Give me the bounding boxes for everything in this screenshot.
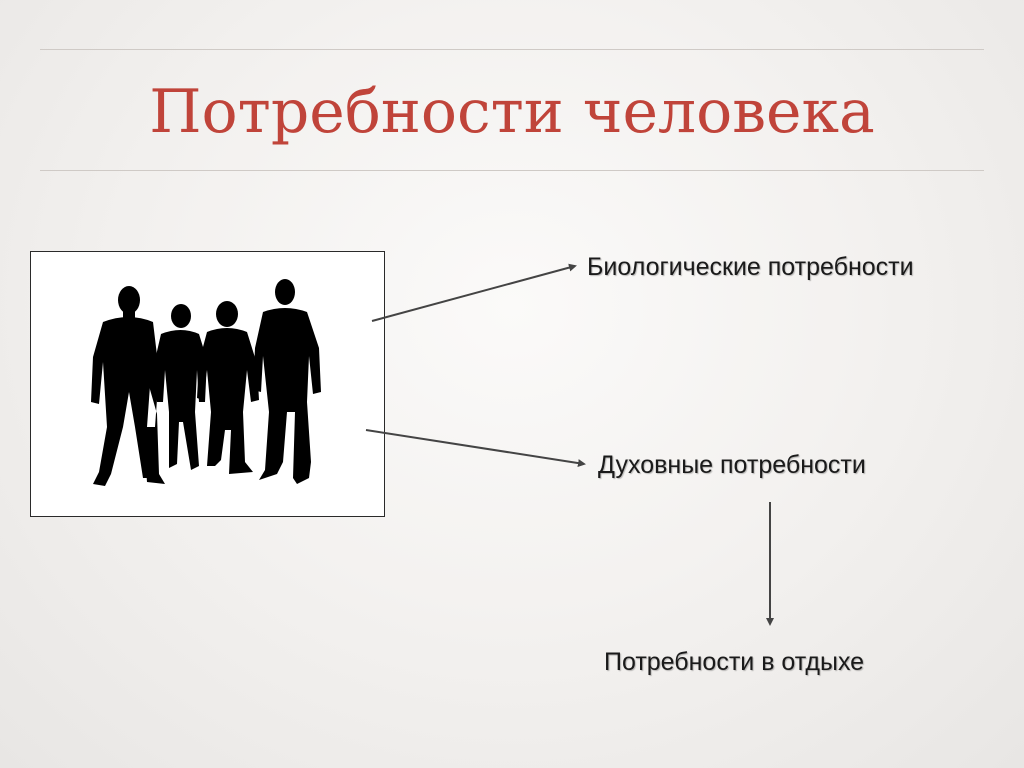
silhouette-group-icon — [91, 279, 321, 486]
person-silhouette-2 — [155, 304, 207, 470]
title-top-rule — [40, 49, 984, 50]
slide-title: Потребности человека — [149, 77, 875, 147]
people-silhouette-image — [30, 251, 385, 517]
arrow-image-to-spiritual — [365, 429, 586, 468]
title-bottom-rule — [40, 170, 984, 171]
person-silhouette-1 — [91, 286, 165, 486]
node-rest-needs: Потребности в отдыхе — [604, 648, 865, 676]
person-silhouette-3 — [197, 301, 259, 474]
node-biological-needs: Биологические потребности — [587, 253, 914, 281]
person-silhouette-4 — [253, 279, 321, 484]
node-spiritual-needs: Духовные потребности — [598, 451, 866, 479]
arrow-image-to-biological — [371, 263, 577, 322]
